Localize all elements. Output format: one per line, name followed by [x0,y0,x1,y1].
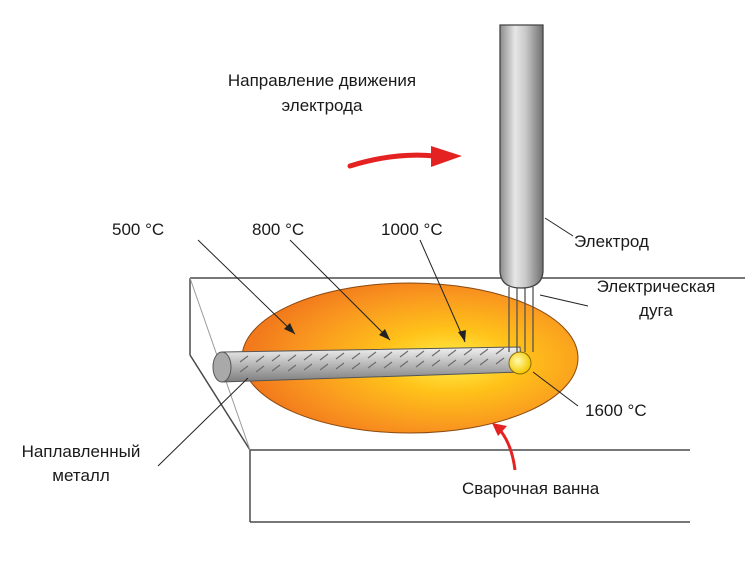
electrode-label: Электрод [574,232,649,251]
deposited-metal-label: Наплавленный металл [6,441,156,486]
base-plate [189,277,745,523]
temp-1600-label: 1600 °С [585,401,647,420]
temp-800-label: 800 °С [252,220,305,239]
electric-arc [508,287,534,352]
weld-pool-pointer-arrow [492,423,517,471]
weld-pool-label: Сварочная ванна [462,479,600,498]
arc-label-line2: дуга [639,301,673,320]
direction-arrow [347,146,462,169]
arc-label-line1: Электрическая [596,277,716,296]
deposited-metal-bead [212,346,523,383]
leader-lines [157,217,589,467]
deposited-metal-label-line1: Наплавленный [21,442,141,461]
arc-hot-spot [508,351,532,375]
temp-1000-label: 1000 °С [381,220,443,239]
direction-label-line2: электрода [281,96,363,115]
direction-label: Направление движения электрода [207,70,437,116]
leader-arrowheads [284,323,466,342]
deposited-metal-label-line2: металл [52,466,110,485]
temp-500-label: 500 °С [112,220,165,239]
electrode [499,24,544,289]
arc-label: Электрическая дуга [585,276,727,321]
direction-label-line1: Направление движения [227,71,417,90]
